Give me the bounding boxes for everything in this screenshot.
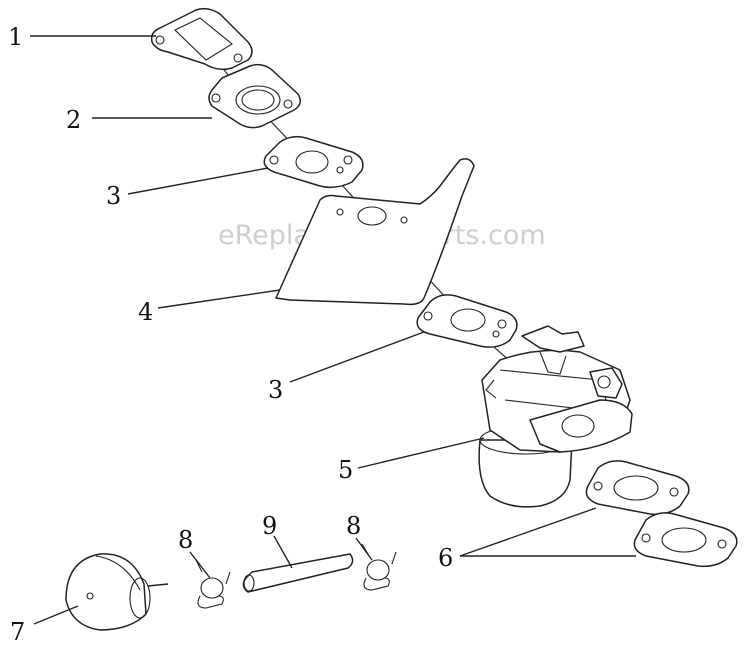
callout-8-right: 8 <box>346 512 361 540</box>
part-6-gasket-2[interactable] <box>633 512 738 568</box>
leader-line-7 <box>33 605 79 625</box>
leader-line-3b <box>289 331 425 383</box>
callout-9: 9 <box>262 512 277 540</box>
leader-line-9 <box>273 535 293 569</box>
callout-5: 5 <box>338 456 353 484</box>
callout-6: 6 <box>438 544 453 572</box>
leader-line-6a <box>459 507 597 557</box>
leader-line-4 <box>157 289 281 309</box>
callout-7: 7 <box>10 618 25 646</box>
leader-line-5 <box>357 437 485 469</box>
part-6-gasket-1[interactable] <box>585 460 690 516</box>
callout-3-upper: 3 <box>106 182 121 210</box>
callout-2: 2 <box>66 106 81 134</box>
part-3-gasket-upper[interactable] <box>263 135 364 189</box>
part-4-heat-shield[interactable] <box>275 158 475 306</box>
part-7-primer-bulb[interactable] <box>65 553 169 631</box>
callout-4: 4 <box>138 298 153 326</box>
part-5-carburetor[interactable] <box>478 325 633 508</box>
callout-1: 1 <box>8 23 23 51</box>
leader-line-3a <box>127 167 269 195</box>
part-2-insulator[interactable] <box>208 63 301 129</box>
part-9-fuel-hose[interactable] <box>242 553 354 593</box>
leader-line-8b <box>355 537 373 561</box>
part-1-gasket[interactable] <box>150 7 253 71</box>
part-8-hose-clamp-right[interactable] <box>361 543 397 591</box>
callout-8-left: 8 <box>178 526 193 554</box>
leader-line-8a <box>189 551 211 579</box>
callout-3-lower: 3 <box>268 376 283 404</box>
part-3-gasket-lower[interactable] <box>416 294 518 348</box>
